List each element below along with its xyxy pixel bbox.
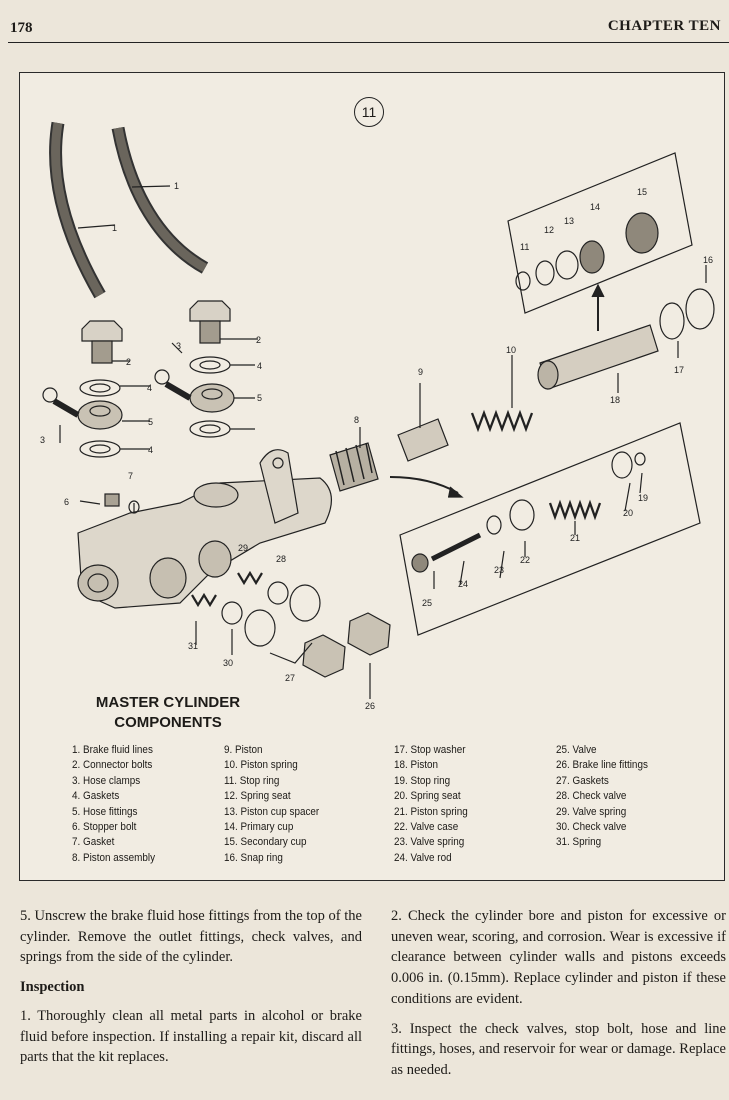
body-column-right: 2. Check the cylinder bore and piston fo… [391, 906, 726, 1090]
callout-number: 27 [285, 673, 295, 683]
legend-column-2: 9. Piston 10. Piston spring 11. Stop rin… [224, 743, 319, 866]
legend-item: 15. Secondary cup [224, 836, 307, 849]
callout-number: 12 [544, 225, 554, 235]
callout-number: 28 [276, 554, 286, 564]
chapter-heading: CHAPTER TEN [607, 18, 721, 34]
paragraph-inspection-1: 1. Thoroughly clean all metal parts in a… [20, 1007, 362, 1066]
bolt-left-shank [91, 340, 113, 364]
paragraph-inspection-3: 3. Inspect the check valves, stop bolt, … [391, 1020, 726, 1078]
paragraph-step-5: 5. Unscrew the brake fluid hose fittings… [20, 908, 362, 966]
legend-item: 31. Spring [556, 836, 602, 849]
callout-number: 23 [494, 565, 504, 575]
legend-item: 8. Piston assembly [72, 851, 156, 864]
callout-number: 14 [590, 202, 600, 212]
brake-line-2 [111, 126, 209, 274]
bolt-left [81, 320, 123, 342]
callout-number: 29 [238, 543, 248, 553]
brake-line-2-inner [113, 127, 208, 272]
legend-item: 22. Valve case [394, 821, 459, 834]
legend-item: 12. Spring seat [224, 790, 291, 803]
callout-number: 11 [520, 242, 529, 252]
callout-number: 17 [674, 365, 684, 375]
legend-item: 5. Hose fittings [72, 805, 138, 818]
legend-item: 4. Gaskets [72, 790, 120, 803]
bolt-right [189, 300, 231, 322]
legend-item: 23. Valve spring [394, 836, 465, 849]
page-number: 178 [10, 20, 33, 36]
legend-item: 28. Check valve [556, 790, 627, 803]
callout-number: 3 [176, 341, 181, 351]
legend-item: 29. Valve spring [556, 805, 627, 818]
callout-number: 2 [256, 335, 261, 345]
legend-item: 13. Piston cup spacer [224, 805, 320, 818]
callout-number: 5 [148, 417, 153, 427]
body-column-left: 5. Unscrew the brake fluid hose fittings… [20, 906, 362, 1077]
legend-item: 19. Stop ring [394, 774, 451, 787]
legend-item: 17. Stop washer [394, 744, 466, 756]
legend-item: 26. Brake line fittings [556, 759, 648, 772]
legend-item: 2. Connector bolts [72, 759, 153, 772]
callout-number: 3 [40, 435, 45, 445]
legend-item: 21. Piston spring [394, 805, 468, 818]
legend-item: 18. Piston [394, 759, 439, 772]
legend-item: 9. Piston [224, 744, 263, 756]
callout-number: 4 [257, 361, 262, 371]
exploded-box-upper [507, 152, 693, 314]
header-rule [8, 42, 729, 43]
legend-item: 3. Hose clamps [72, 774, 141, 787]
section-heading-inspection: Inspection [20, 979, 85, 996]
callout-number: 10 [506, 345, 516, 355]
figure-title: MASTER CYLINDER COMPONENTS [68, 693, 268, 733]
callout-labels: 1122334455467891011121314151617181920212… [40, 181, 713, 711]
callout-number: 24 [458, 579, 468, 589]
callout-number: 4 [148, 445, 153, 455]
figure-title-line1: MASTER CYLINDER [95, 694, 241, 711]
callout-number: 25 [422, 598, 432, 608]
legend-item: 30. Check valve [556, 821, 627, 834]
callout-number: 21 [570, 533, 580, 543]
brake-line-1-inner [51, 122, 104, 298]
callout-number: 6 [64, 497, 69, 507]
legend-item: 25. Valve [556, 744, 597, 756]
callout-number: 31 [188, 641, 198, 651]
paragraph-inspection-2: 2. Check the cylinder bore and piston fo… [391, 908, 726, 1007]
figure-number: 11 [354, 97, 384, 127]
callout-number: 26 [365, 701, 375, 711]
cylinder-body [77, 477, 332, 609]
callout-number: 2 [126, 357, 131, 367]
legend-column-3: 17. Stop washer 18. Piston 19. Stop ring… [394, 743, 468, 866]
legend-column-4: 25. Valve 26. Brake line fittings 27. Ga… [556, 743, 648, 851]
callout-number: 8 [354, 415, 359, 425]
callout-number: 18 [610, 395, 620, 405]
legend-item: 14. Primary cup [224, 821, 294, 834]
legend-item: 24. Valve rod [394, 851, 452, 864]
bolt-right-shank [199, 320, 221, 344]
legend-item: 1. Brake fluid lines [72, 744, 153, 756]
legend-column-1: 1. Brake fluid lines 2. Connector bolts … [72, 743, 155, 866]
callout-number: 30 [223, 658, 233, 668]
exploded-box-lower [399, 422, 701, 636]
legend-item: 16. Snap ring [224, 851, 283, 864]
legend-item: 6. Stopper bolt [72, 821, 137, 834]
callout-number: 22 [520, 555, 530, 565]
callout-number: 19 [638, 493, 648, 503]
callout-number: 4 [147, 383, 152, 393]
callout-number: 5 [257, 393, 262, 403]
figure-title-line2: COMPONENTS [114, 714, 222, 731]
callout-number: 20 [623, 508, 633, 518]
legend-item: 27. Gaskets [556, 774, 609, 787]
callout-number: 1 [174, 181, 179, 191]
legend-item: 11. Stop ring [224, 774, 280, 787]
callout-number: 15 [637, 187, 647, 197]
callout-number: 1 [112, 223, 117, 233]
callout-number: 13 [564, 216, 574, 226]
callout-number: 16 [703, 255, 713, 265]
legend-item: 7. Gasket [72, 836, 115, 849]
legend-item: 20. Spring seat [394, 790, 461, 803]
exploded-diagram: 1122334455467891011121314151617181920212… [40, 121, 715, 711]
callout-number: 7 [128, 471, 133, 481]
callout-number: 9 [418, 367, 423, 377]
legend-item: 10. Piston spring [224, 759, 298, 772]
